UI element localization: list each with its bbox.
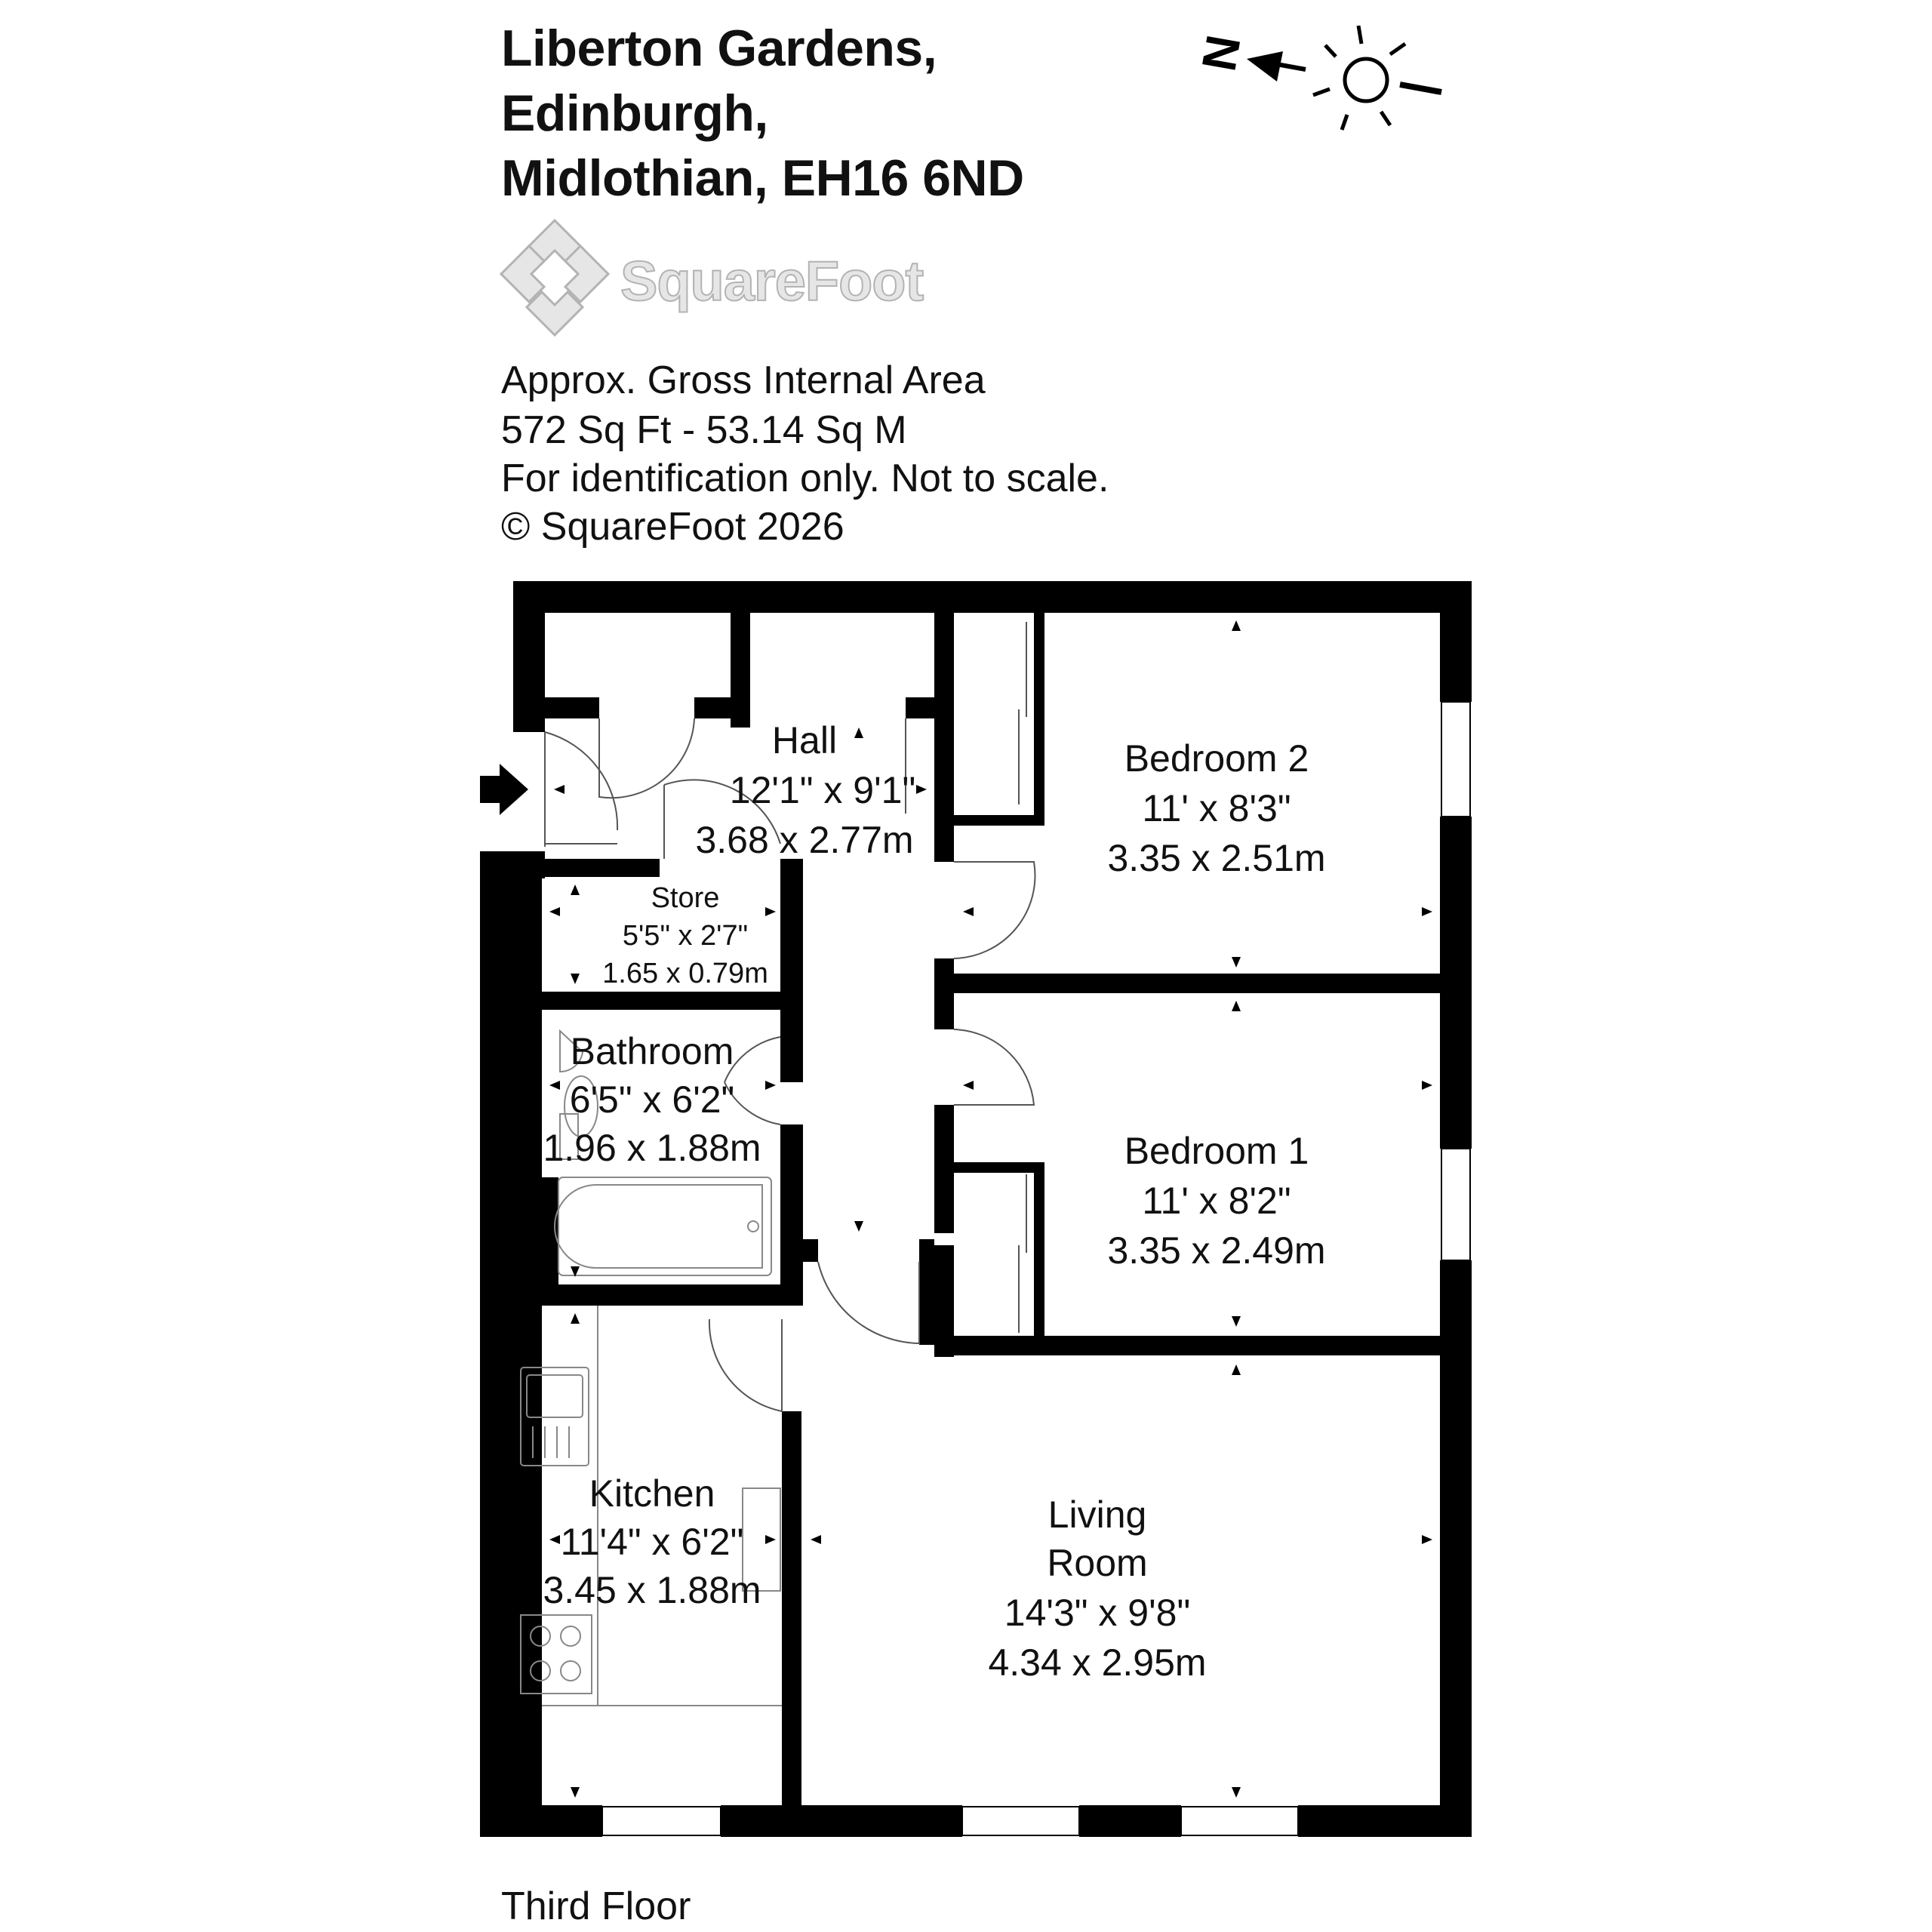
windows <box>601 701 1471 1836</box>
area-value: 572 Sq Ft - 53.14 Sq M <box>501 408 907 452</box>
svg-text:Room: Room <box>1047 1542 1147 1584</box>
fridge-icon <box>742 1487 781 1592</box>
address-line-1: Liberton Gardens, <box>501 20 937 77</box>
floor-label: Third Floor <box>501 1884 691 1928</box>
svg-text:3.35 x 2.49m: 3.35 x 2.49m <box>1107 1229 1325 1272</box>
svg-text:3.68 x 2.77m: 3.68 x 2.77m <box>695 819 913 861</box>
room-label-bedroom1: Bedroom 1 11' x 8'2" 3.35 x 2.49m <box>1107 1130 1325 1272</box>
squarefoot-logo-icon <box>499 218 611 337</box>
svg-text:3.35 x 2.51m: 3.35 x 2.51m <box>1107 837 1325 879</box>
room-label-kitchen: Kitchen 11'4" x 6'2" 3.45 x 1.88m <box>543 1472 761 1611</box>
room-label-bedroom2: Bedroom 2 11' x 8'3" 3.35 x 2.51m <box>1107 737 1325 879</box>
area-title: Approx. Gross Internal Area <box>501 358 986 402</box>
svg-text:4.34 x 2.95m: 4.34 x 2.95m <box>988 1641 1206 1684</box>
room-label-store: Store 5'5" x 2'7" 1.65 x 0.79m <box>602 882 768 989</box>
sun-icon <box>1312 25 1442 131</box>
hob-icon <box>520 1614 592 1694</box>
svg-text:Kitchen: Kitchen <box>589 1472 715 1515</box>
logo-wordmark: SquareFoot <box>620 249 924 313</box>
toilet-icon <box>564 1075 598 1137</box>
disclaimer: For identification only. Not to scale. <box>501 457 1109 500</box>
compass: N <box>1192 25 1442 131</box>
svg-text:11' x 8'3": 11' x 8'3" <box>1142 787 1291 829</box>
room-label-living: Living Room 14'3" x 9'8" 4.34 x 2.95m <box>988 1494 1206 1684</box>
sink-icon <box>520 1367 589 1466</box>
svg-text:Hall: Hall <box>772 719 837 761</box>
north-arrow-icon <box>1247 51 1306 82</box>
svg-text:6'5" x 6'2": 6'5" x 6'2" <box>570 1078 735 1121</box>
basin-icon <box>559 1029 584 1073</box>
svg-text:3.45 x 1.88m: 3.45 x 1.88m <box>543 1569 761 1611</box>
svg-text:Bedroom 1: Bedroom 1 <box>1124 1130 1309 1172</box>
address-line-2: Edinburgh, <box>501 85 768 142</box>
svg-text:11'4" x 6'2": 11'4" x 6'2" <box>561 1521 744 1563</box>
svg-text:Living: Living <box>1048 1494 1147 1536</box>
fixtures <box>520 1029 782 1706</box>
copyright: © SquareFoot 2026 <box>501 505 844 549</box>
walls <box>480 581 1472 1837</box>
bath-inner-icon <box>554 1184 763 1269</box>
bath-icon <box>558 1177 772 1276</box>
svg-text:5'5" x 2'7": 5'5" x 2'7" <box>623 920 748 952</box>
svg-text:Bathroom: Bathroom <box>571 1030 734 1072</box>
svg-text:1.65 x 0.79m: 1.65 x 0.79m <box>602 958 768 989</box>
svg-text:Bedroom 2: Bedroom 2 <box>1124 737 1309 780</box>
room-label-hall: Hall 12'1" x 9'1" 3.68 x 2.77m <box>695 719 915 861</box>
address-line-3: Midlothian, EH16 6ND <box>501 149 1024 207</box>
svg-text:1.96 x 1.88m: 1.96 x 1.88m <box>543 1127 761 1169</box>
room-label-bathroom: Bathroom 6'5" x 6'2" 1.96 x 1.88m <box>543 1030 761 1169</box>
dimension-markers <box>549 620 1432 1798</box>
svg-text:12'1" x 9'1": 12'1" x 9'1" <box>730 769 915 811</box>
svg-text:Store: Store <box>651 882 720 914</box>
svg-text:11' x 8'2": 11' x 8'2" <box>1142 1180 1291 1222</box>
doors <box>544 622 1036 1413</box>
entrance-arrow-icon <box>480 764 528 815</box>
svg-text:14'3" x 9'8": 14'3" x 9'8" <box>1004 1592 1190 1634</box>
